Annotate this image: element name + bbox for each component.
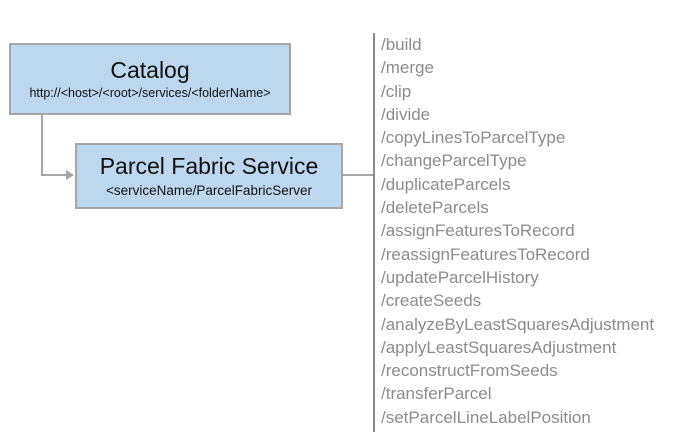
endpoint-list-divider bbox=[373, 33, 375, 432]
arrowhead-icon bbox=[66, 170, 74, 180]
endpoint-item: /clip bbox=[381, 81, 412, 101]
endpoint-item: /duplicateParcels bbox=[381, 174, 511, 194]
endpoint-item: /applyLeastSquaresAdjustment bbox=[381, 337, 617, 357]
endpoint-item: /changeParcelType bbox=[381, 151, 527, 171]
endpoint-item: /divide bbox=[381, 104, 431, 124]
endpoint-item: /assignFeaturesToRecord bbox=[381, 221, 575, 241]
catalog-url: http://<host>/<root>/services/<folderNam… bbox=[29, 86, 271, 101]
endpoint-item: /updateParcelHistory bbox=[381, 267, 539, 287]
endpoint-item: /analyzeByLeastSquaresAdjustment bbox=[381, 314, 655, 334]
endpoint-item: /createSeeds bbox=[381, 291, 482, 311]
endpoint-item: /reconstructFromSeeds bbox=[381, 361, 558, 381]
endpoint-item: /merge bbox=[381, 58, 434, 78]
connector-catalog-horizontal bbox=[41, 174, 68, 176]
endpoint-item: /setParcelLineLabelPosition bbox=[381, 407, 591, 427]
connector-catalog-vertical bbox=[41, 115, 43, 176]
connector-service-to-list bbox=[343, 174, 374, 176]
endpoint-item: /build bbox=[381, 35, 422, 54]
catalog-node: Catalog http://<host>/<root>/services/<f… bbox=[9, 43, 291, 115]
endpoint-item: /transferParcel bbox=[381, 384, 492, 404]
endpoint-item: /reassignFeaturesToRecord bbox=[381, 244, 590, 264]
endpoint-item: /deleteParcels bbox=[381, 198, 489, 218]
endpoint-list: /build/merge/clip/divide/copyLinesToParc… bbox=[381, 33, 681, 429]
service-url: <serviceName/ParcelFabricServer bbox=[106, 182, 312, 198]
endpoint-item: /copyLinesToParcelType bbox=[381, 128, 566, 148]
service-title: Parcel Fabric Service bbox=[99, 153, 319, 180]
parcel-fabric-service-node: Parcel Fabric Service <serviceName/Parce… bbox=[75, 143, 343, 209]
catalog-title: Catalog bbox=[110, 56, 190, 83]
